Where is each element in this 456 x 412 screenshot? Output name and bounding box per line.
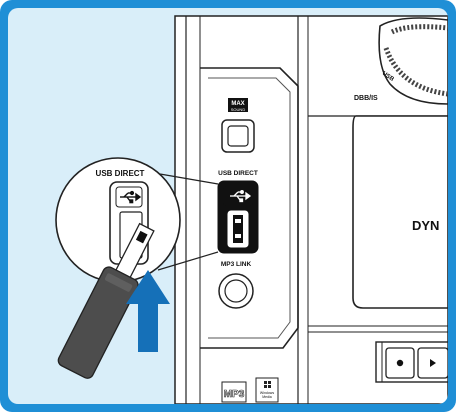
arrow-up-icon bbox=[126, 270, 170, 352]
svg-text:Windows: Windows bbox=[260, 391, 274, 395]
svg-text:MAX: MAX bbox=[231, 101, 244, 107]
usb-flash-drive bbox=[57, 222, 155, 379]
dyn-label: DYN bbox=[412, 218, 439, 233]
play-icon bbox=[430, 359, 436, 367]
usb-direct-callout: USB DIRECT bbox=[55, 157, 219, 283]
volume-knob[interactable]: USB bbox=[378, 17, 448, 105]
svg-text:MP3: MP3 bbox=[224, 389, 245, 400]
usb-direct-port[interactable] bbox=[217, 180, 259, 254]
svg-text:SOUND: SOUND bbox=[231, 107, 246, 112]
usb-direct-callout-label: USB DIRECT bbox=[96, 169, 145, 178]
dbb-is-label: DBB/IS bbox=[354, 95, 378, 102]
illustration-panel: USB DBB/IS MAX SOUND USB DIRECT bbox=[8, 8, 448, 404]
svg-text:Media: Media bbox=[262, 395, 272, 399]
usb-direct-device-label: USB DIRECT bbox=[218, 170, 258, 177]
play-button[interactable] bbox=[417, 347, 448, 379]
record-icon bbox=[396, 359, 404, 367]
windows-media-badge: Windows Media bbox=[255, 377, 279, 403]
usb-icon bbox=[230, 190, 252, 203]
mp3-link-jack[interactable] bbox=[218, 273, 254, 309]
max-sound-badge: MAX SOUND bbox=[228, 98, 248, 112]
max-sound-button[interactable] bbox=[221, 119, 255, 153]
mp3-link-label: MP3 LINK bbox=[221, 261, 252, 268]
usb-icon bbox=[120, 190, 142, 204]
record-button[interactable] bbox=[385, 347, 415, 379]
usb-insert-illustration: USB DBB/IS MAX SOUND USB DIRECT bbox=[55, 15, 448, 404]
mp3-badge: MP3 bbox=[221, 381, 247, 403]
